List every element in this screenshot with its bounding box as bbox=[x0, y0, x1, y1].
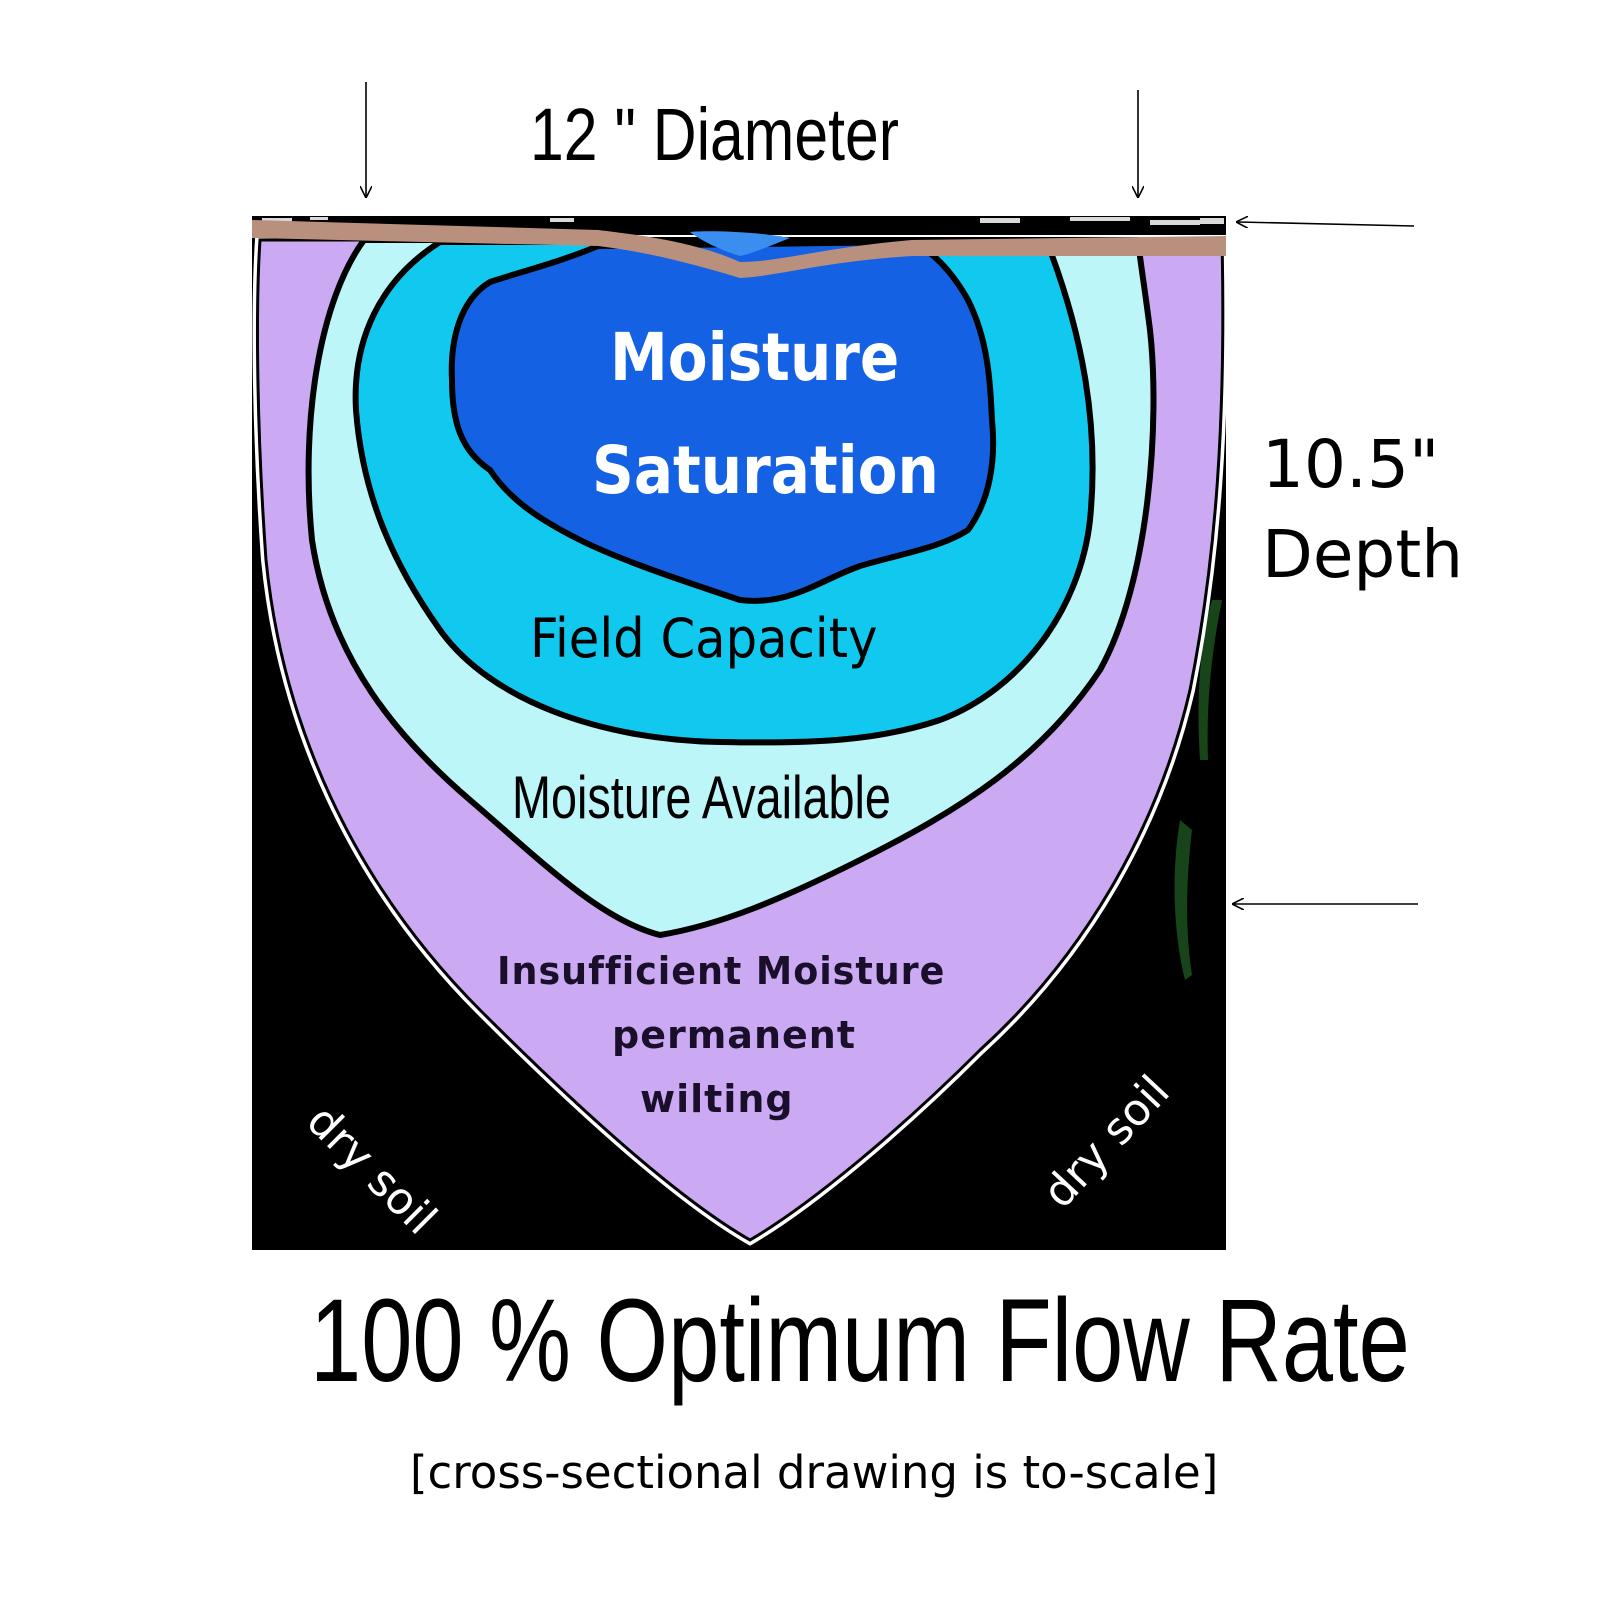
moisture-available-label: Moisture Available bbox=[512, 764, 891, 831]
scale-footnote: [cross-sectional drawing is to-scale] bbox=[410, 1446, 1219, 1499]
insufficient-label-line3: wilting bbox=[640, 1077, 794, 1121]
flow-rate-title: 100 % Optimum Flow Rate bbox=[310, 1275, 1410, 1407]
surface-strip bbox=[252, 220, 1226, 278]
saturation-zone bbox=[448, 239, 997, 604]
saturation-label-line2: Saturation bbox=[592, 432, 939, 509]
field-capacity-label: Field Capacity bbox=[530, 607, 878, 670]
insufficient-label-line2: permanent bbox=[612, 1013, 856, 1057]
depth-label: Depth bbox=[1262, 516, 1464, 593]
saturation-label-line1: Moisture bbox=[610, 319, 900, 396]
insufficient-label-line1: Insufficient Moisture bbox=[497, 949, 946, 993]
root-shadow bbox=[1174, 600, 1222, 980]
diameter-label: 12 " Diameter bbox=[530, 93, 899, 176]
surface-water bbox=[690, 231, 790, 256]
left-arrow-icon bbox=[1238, 222, 1415, 226]
depth-value: 10.5" bbox=[1262, 426, 1440, 503]
